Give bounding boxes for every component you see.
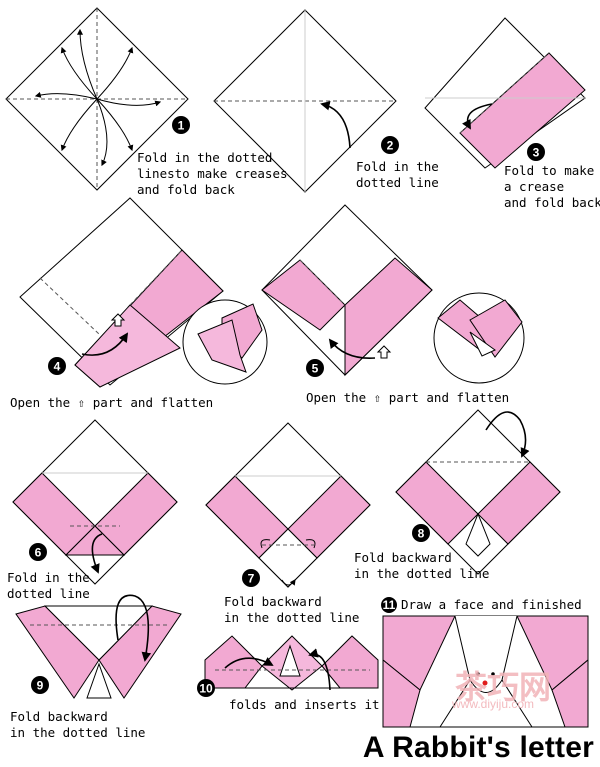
step-9-instruction: Fold backward in the dotted line <box>10 709 146 740</box>
rabbit-face <box>476 672 495 686</box>
step-7-diagram: 7 <box>205 422 371 588</box>
step-8-instruction: Fold backward in the dotted line <box>354 550 490 581</box>
step-10-diagram: 10 <box>197 635 379 697</box>
step-9-number: 9 <box>37 679 44 693</box>
step-1-instruction: Fold in the dotted linesto make creases … <box>137 150 288 197</box>
step-5-number: 5 <box>312 362 319 376</box>
step-11-number-badge: 11 <box>381 597 397 613</box>
step-6-number: 6 <box>35 546 42 560</box>
step-4-instruction: Open the ⇧ part and flatten <box>10 395 214 410</box>
step-6-diagram: 6 <box>12 419 178 585</box>
step-9-diagram: 9 <box>15 594 182 699</box>
step-8-number: 8 <box>418 527 425 541</box>
step-7-number-badge: 7 <box>242 569 260 587</box>
step-1-diagram: 1 <box>5 7 190 191</box>
step-3-diagram: 3 <box>424 17 586 169</box>
watermark-logo-text: 茶巧网 <box>455 669 552 705</box>
step-3-number: 3 <box>533 146 540 160</box>
step-2-number: 2 <box>387 139 394 153</box>
step-9-number-badge: 9 <box>31 676 49 694</box>
step-7-number: 7 <box>248 572 255 586</box>
step-4-diagram: 4 <box>19 197 268 388</box>
step-11-diagram: 11 <box>381 597 589 728</box>
step-7-instruction: Fold backward in the dotted line <box>224 594 360 625</box>
step-10-number: 10 <box>199 682 213 696</box>
step-5-instruction: Open the ⇧ part and flatten <box>306 390 510 405</box>
step-4-number: 4 <box>54 360 61 374</box>
step-10-number-badge: 10 <box>197 679 215 697</box>
step-10-instruction: folds and inserts it <box>229 697 380 712</box>
step-3-number-badge: 3 <box>527 143 545 161</box>
step-11-instruction: Draw a face and finished <box>401 597 582 612</box>
step-2-instruction: Fold in the dotted line <box>356 159 439 190</box>
step-5-number-badge: 5 <box>306 359 324 377</box>
step-1-number: 1 <box>178 119 185 133</box>
step-2-number-badge: 2 <box>381 136 399 154</box>
step-4-number-badge: 4 <box>48 357 66 375</box>
step-8-number-badge: 8 <box>412 524 430 542</box>
step-3-instruction: Fold to make a crease and fold back <box>504 163 600 210</box>
step-6-instruction: Fold in the dotted line <box>7 570 90 601</box>
step-5-diagram: 5 <box>261 204 525 384</box>
watermark-url: www.diyiju.com <box>452 697 535 711</box>
step-11-number: 11 <box>383 598 396 612</box>
page-title: A Rabbit's letter <box>362 731 594 764</box>
step-8-diagram: 8 <box>395 409 561 575</box>
step-1-number-badge: 1 <box>172 116 190 134</box>
step-2-diagram: 2 <box>213 9 399 193</box>
step-6-number-badge: 6 <box>29 543 47 561</box>
